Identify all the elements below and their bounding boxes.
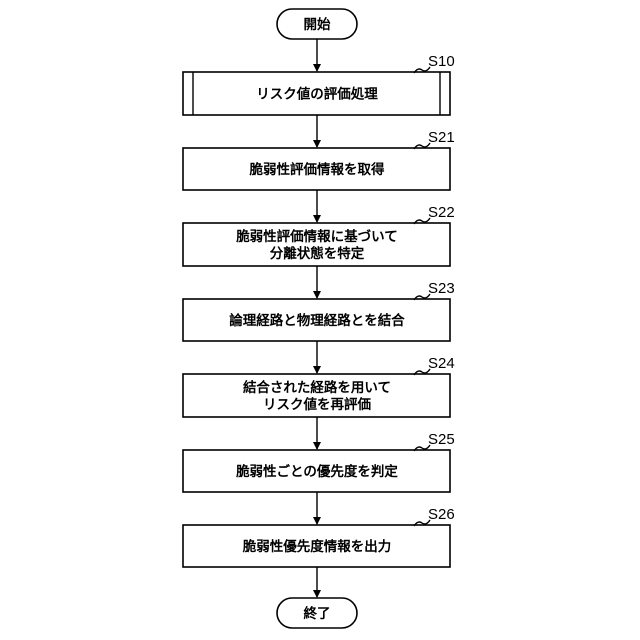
step-id-label: S26 — [428, 506, 455, 523]
step-id-label: S22 — [428, 204, 455, 221]
end-terminal: 終了 — [277, 598, 357, 628]
step-s21: 脆弱性評価情報を取得 S21 — [183, 129, 455, 190]
step-id-label: S21 — [428, 129, 455, 146]
start-label: 開始 — [304, 16, 331, 33]
step-s24: 結合された経路を用いてリスク値を再評価 S24 — [183, 355, 455, 417]
step-text: 分離状態を特定 — [270, 245, 365, 262]
step-text: 脆弱性評価情報に基づいて — [235, 228, 398, 245]
step-id-label: S24 — [428, 355, 455, 372]
step-text: 脆弱性優先度情報を出力 — [242, 538, 392, 555]
step-text: リスク値の評価処理 — [256, 86, 378, 103]
process-steps: リスク値の評価処理 S10 脆弱性評価情報を取得 S21 脆弱性評価情報に基づいて分離状… — [183, 53, 455, 567]
step-text: リスク値を再評価 — [263, 396, 371, 413]
step-s25: 脆弱性ごとの優先度を判定 S25 — [183, 431, 455, 492]
step-id-label: S10 — [428, 53, 455, 70]
step-text: 論理経路と物理経路とを結合 — [229, 312, 405, 329]
step-id-label: S23 — [428, 280, 455, 297]
step-s22: 脆弱性評価情報に基づいて分離状態を特定 S22 — [183, 204, 455, 266]
step-id-label: S25 — [428, 431, 455, 448]
step-text: 脆弱性評価情報を取得 — [249, 161, 385, 178]
step-s10: リスク値の評価処理 S10 — [183, 53, 455, 115]
start-terminal: 開始 — [277, 9, 357, 39]
end-label: 終了 — [304, 605, 331, 622]
step-s23: 論理経路と物理経路とを結合 S23 — [183, 280, 455, 341]
step-text: 脆弱性ごとの優先度を判定 — [235, 463, 398, 480]
step-s26: 脆弱性優先度情報を出力 S26 — [183, 506, 455, 567]
step-text: 結合された経路を用いて — [243, 379, 391, 396]
